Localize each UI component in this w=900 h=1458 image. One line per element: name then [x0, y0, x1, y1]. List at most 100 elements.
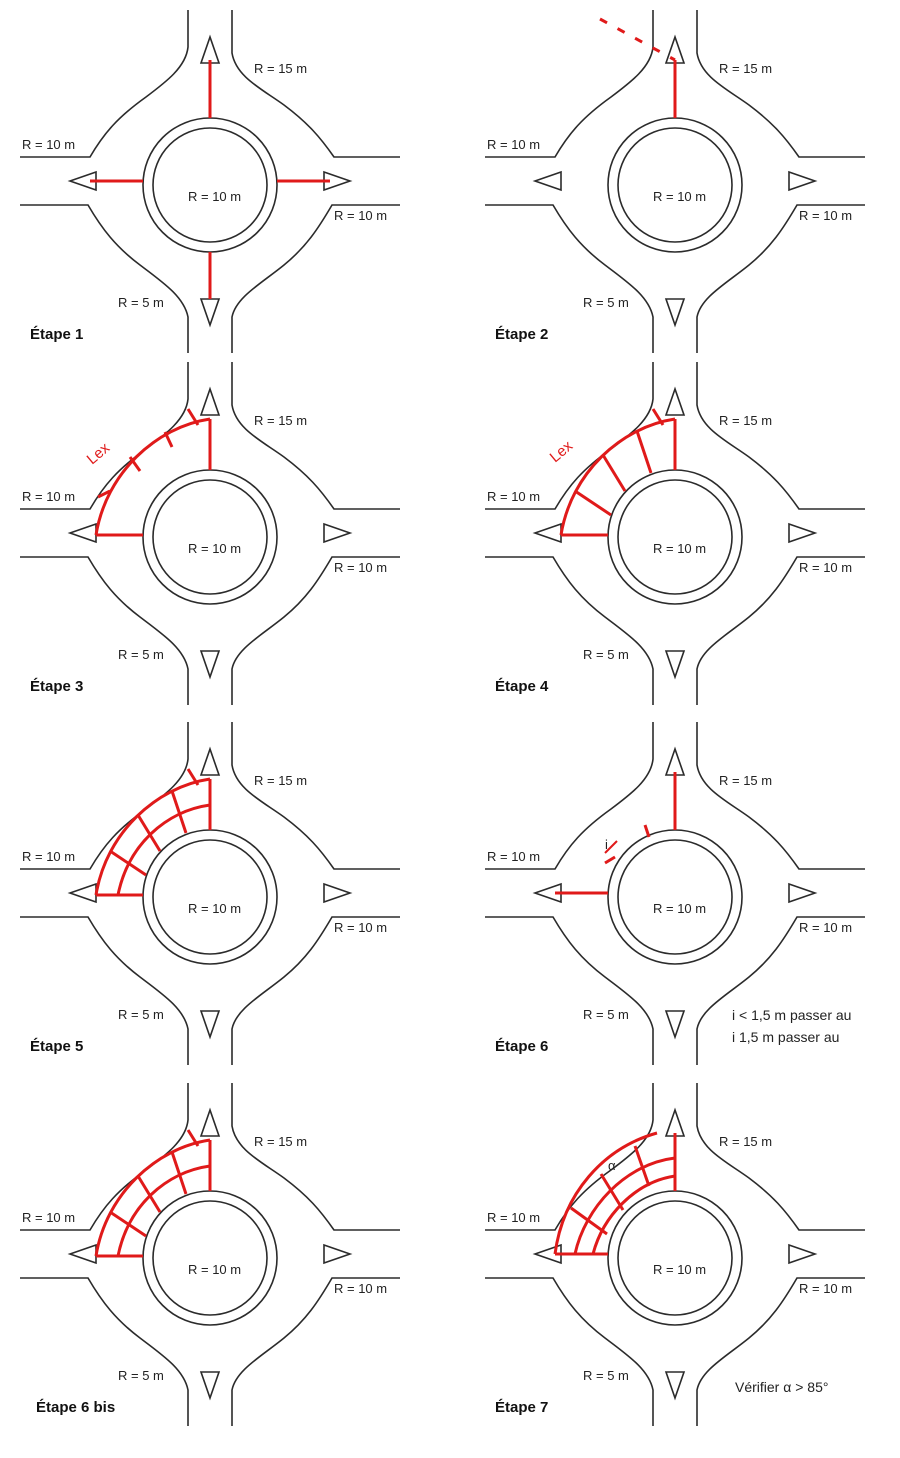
central-island-inner: [152, 127, 268, 243]
step-label: Étape 6: [495, 1038, 548, 1055]
central-island-inner: [152, 479, 268, 595]
offset-i-label: i: [605, 837, 608, 852]
middle-arc: [116, 803, 211, 896]
spoke-3: [109, 849, 147, 877]
road-edge-2: [485, 1277, 654, 1426]
radius-label-entry-left: R = 10 m: [487, 137, 540, 152]
road-edge-1: [696, 722, 865, 870]
road-edge-2: [20, 556, 189, 705]
road-edge-3: [231, 556, 400, 705]
lex-arc: [559, 417, 676, 536]
arrow-right-icon: [323, 522, 353, 544]
radius-label-island: R = 10 m: [653, 541, 706, 556]
radius-label-entry-left: R = 10 m: [487, 849, 540, 864]
road-edge-2: [485, 204, 654, 353]
arrow-down-icon: [199, 1371, 221, 1401]
tick-1: [163, 431, 174, 448]
arrow-right-icon: [788, 170, 818, 192]
road-edge-1: [231, 722, 400, 870]
arrow-right-icon: [788, 1243, 818, 1265]
arrow-down-icon: [664, 1371, 686, 1401]
radius-label-island: R = 10 m: [188, 1262, 241, 1277]
radius-label-entry-left: R = 10 m: [22, 849, 75, 864]
step-label: Étape 6 bis: [36, 1399, 115, 1416]
radius-label-entry-left: R = 10 m: [487, 489, 540, 504]
arrow-right-icon: [788, 522, 818, 544]
road-edge-3: [231, 204, 400, 353]
radius-label-entry-right: R = 10 m: [799, 920, 852, 935]
road-edge-1: [231, 362, 400, 510]
radius-label-entry-right: R = 10 m: [799, 1281, 852, 1296]
central-island-outer: [607, 1190, 743, 1326]
radius-label-5m: R = 5 m: [118, 647, 164, 662]
arrow-up-icon: [664, 746, 686, 776]
central-island-outer: [607, 117, 743, 253]
central-island-outer: [607, 469, 743, 605]
spoke-2: [599, 1173, 625, 1211]
spoke-3: [574, 489, 612, 517]
note-i-less: i < 1,5 m passer au: [732, 1007, 851, 1023]
arrow-left-icon: [532, 522, 562, 544]
tick-1: [604, 855, 616, 865]
arrow-left-icon: [532, 170, 562, 192]
arrow-right-icon: [788, 882, 818, 904]
radius-label-15m: R = 15 m: [254, 413, 307, 428]
note-i-more: i 1,5 m passer au: [732, 1029, 839, 1045]
arrow-down-icon: [664, 1010, 686, 1040]
central-island-inner: [617, 1200, 733, 1316]
spoke-1: [635, 430, 653, 474]
tick-2: [128, 456, 142, 472]
arrow-up-icon: [664, 386, 686, 416]
road-edge-1: [696, 362, 865, 510]
radius-label-15m: R = 15 m: [254, 1134, 307, 1149]
arrow-down-icon: [664, 650, 686, 680]
road-edge-1: [696, 1083, 865, 1231]
radius-label-island: R = 10 m: [188, 901, 241, 916]
panel-5: R = 15 mR = 10 mR = 10 mR = 10 mR = 5 mÉ…: [20, 722, 400, 1065]
step-label: Étape 2: [495, 326, 548, 343]
arrow-down-icon: [664, 298, 686, 328]
radius-label-5m: R = 5 m: [118, 1007, 164, 1022]
radius-label-15m: R = 15 m: [719, 1134, 772, 1149]
middle-arc: [116, 1164, 211, 1257]
radius-label-5m: R = 5 m: [118, 295, 164, 310]
central-island-outer: [142, 1190, 278, 1326]
radius-label-entry-right: R = 10 m: [799, 560, 852, 575]
radius-label-entry-left: R = 10 m: [22, 137, 75, 152]
radius-label-5m: R = 5 m: [583, 1007, 629, 1022]
central-island-outer: [142, 117, 278, 253]
radius-label-5m: R = 5 m: [583, 295, 629, 310]
spoke-2: [136, 814, 162, 852]
radius-label-entry-right: R = 10 m: [334, 1281, 387, 1296]
lex-label: Lex: [547, 437, 577, 466]
road-edge-0: [485, 10, 654, 158]
road-edge-2: [485, 916, 654, 1065]
arrow-up-icon: [199, 746, 221, 776]
arrow-up-icon: [199, 34, 221, 64]
radius-label-island: R = 10 m: [653, 1262, 706, 1277]
tick-0: [186, 1129, 200, 1147]
arrow-left-icon: [67, 882, 97, 904]
tick-0: [643, 824, 651, 838]
spoke-3: [570, 1206, 608, 1236]
middle-arc: [573, 1156, 676, 1255]
panel-7: R = 15 mR = 10 mR = 10 mR = 10 mR = 5 mÉ…: [20, 1083, 400, 1426]
step-label: Étape 1: [30, 326, 83, 343]
road-edge-2: [20, 1277, 189, 1426]
note-verify-alpha: Vérifier α > 85°: [735, 1379, 828, 1395]
road-edge-3: [696, 556, 865, 705]
outer-arc: [94, 777, 211, 896]
tick-0: [186, 408, 200, 426]
spoke-2: [601, 454, 627, 492]
spoke-1: [170, 1151, 188, 1195]
radius-label-entry-left: R = 10 m: [22, 1210, 75, 1225]
radius-label-15m: R = 15 m: [719, 773, 772, 788]
inner-arc: [591, 1174, 676, 1255]
alpha-label: α: [608, 1158, 616, 1173]
arrow-up-icon: [664, 1107, 686, 1137]
road-edge-3: [696, 1277, 865, 1426]
panel-2: R = 15 mR = 10 mR = 10 mR = 10 mR = 5 mÉ…: [485, 10, 865, 353]
